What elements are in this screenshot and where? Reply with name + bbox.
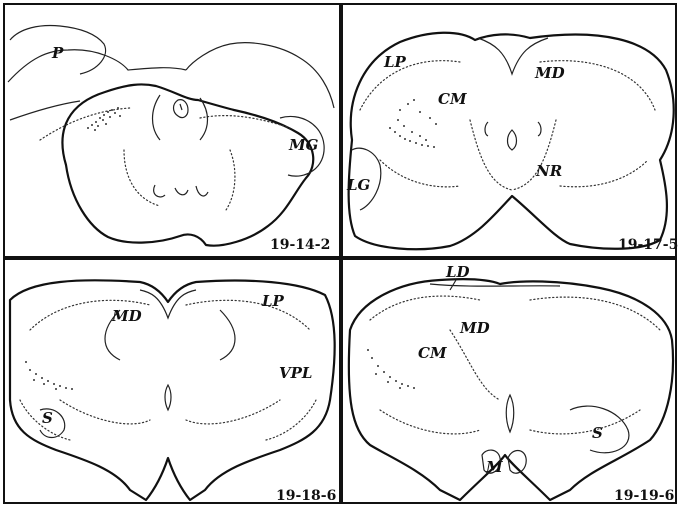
boundary-dotted bbox=[40, 108, 290, 210]
boundary-dotted bbox=[20, 300, 316, 440]
region-label: S bbox=[592, 424, 603, 442]
region-label: MD bbox=[534, 64, 565, 82]
section-outline bbox=[349, 279, 673, 500]
region-label: CM bbox=[418, 344, 447, 362]
cell-cluster bbox=[389, 99, 437, 148]
panel-19-14-2: P MG 19-14-2 bbox=[4, 4, 340, 257]
region-label: LP bbox=[261, 292, 285, 310]
region-label: S bbox=[42, 409, 53, 427]
region-label: CM bbox=[438, 90, 467, 108]
region-label: LP bbox=[383, 53, 407, 71]
region-label: M bbox=[485, 458, 503, 476]
region-label: MD bbox=[459, 319, 490, 337]
inner-lobes bbox=[40, 310, 235, 438]
cell-cluster bbox=[87, 107, 121, 131]
section-number: 19-18-6 bbox=[276, 488, 336, 504]
ventricle-shape bbox=[174, 100, 189, 118]
cell-cluster bbox=[25, 361, 73, 390]
region-label: MG bbox=[288, 136, 319, 154]
ventricle-shape bbox=[165, 385, 171, 410]
region-label: LD bbox=[445, 263, 470, 281]
region-label: VPL bbox=[279, 364, 312, 382]
panel-frame bbox=[4, 4, 340, 257]
region-label: MD bbox=[111, 307, 142, 325]
cell-cluster bbox=[367, 349, 415, 389]
panel-19-19-6: LD MD CM S M 19-19-6 bbox=[342, 259, 676, 504]
boundary-dotted bbox=[370, 296, 660, 434]
section-number: 19-19-6 bbox=[614, 488, 674, 504]
region-label: LG bbox=[346, 176, 371, 194]
panel-19-18-6: MD LP VPL S 19-18-6 bbox=[4, 259, 340, 504]
region-label: NR bbox=[535, 162, 562, 180]
inner-lobes bbox=[482, 406, 629, 473]
region-label: P bbox=[51, 44, 64, 62]
inner-lobes bbox=[153, 95, 209, 197]
ventricle-shape bbox=[485, 122, 541, 150]
section-number: 19-17-5 bbox=[618, 237, 678, 253]
dorsal-edge bbox=[430, 284, 560, 286]
section-number: 19-14-2 bbox=[270, 237, 330, 253]
ventricle-shape bbox=[506, 395, 514, 432]
panel-19-17-5: LP MD CM NR LG 19-17-5 bbox=[342, 4, 678, 257]
